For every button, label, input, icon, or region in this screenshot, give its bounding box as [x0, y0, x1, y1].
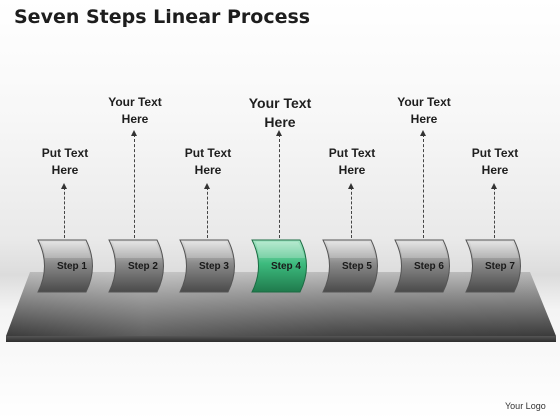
- page-title: Seven Steps Linear Process: [14, 6, 311, 28]
- callout-line-1: Put Text: [328, 146, 376, 160]
- arrow-up-icon: [204, 183, 210, 189]
- arrow-up-icon: [348, 183, 354, 189]
- arrow-up-icon: [61, 183, 67, 189]
- dashed-line: [207, 187, 208, 238]
- step-label: Step 6: [413, 260, 444, 272]
- dashed-line: [279, 134, 280, 238]
- callout-line-2: Here: [410, 112, 438, 126]
- dashed-line: [64, 187, 65, 238]
- callout-line-2: Here: [338, 163, 366, 177]
- dashed-line: [351, 187, 352, 238]
- step-chevron-6: Step 6: [393, 238, 457, 294]
- step-label: Step 4: [270, 260, 301, 272]
- step-label: Step 7: [484, 260, 515, 272]
- connector-arrow-6: [419, 130, 429, 238]
- dashed-line: [423, 134, 424, 238]
- dashed-line: [134, 134, 135, 238]
- callout-line-2: Here: [264, 114, 296, 130]
- step-chevron-7: Step 7: [464, 238, 528, 294]
- connector-arrow-3: [203, 183, 213, 238]
- callout-line-2: Here: [51, 163, 79, 177]
- step-chevron-4: Step 4: [250, 238, 314, 294]
- step-chevron-2: Step 2: [107, 238, 171, 294]
- step-label: Step 5: [341, 260, 372, 272]
- step-label: Step 2: [127, 260, 158, 272]
- callout-line-2: Here: [194, 163, 222, 177]
- connector-arrow-1: [60, 183, 70, 238]
- callout-line-1: Your Text: [248, 95, 312, 111]
- callout-line-1: Put Text: [184, 146, 232, 160]
- footer-logo: Your Logo: [505, 401, 546, 411]
- arrow-up-icon: [420, 130, 426, 136]
- step-label: Step 3: [198, 260, 229, 272]
- arrow-up-icon: [276, 130, 282, 136]
- callout-line-2: Here: [121, 112, 149, 126]
- step-label: Step 1: [56, 260, 87, 272]
- connector-arrow-7: [490, 183, 500, 238]
- connector-arrow-5: [347, 183, 357, 238]
- callout-line-1: Put Text: [471, 146, 519, 160]
- callout-line-1: Your Text: [397, 95, 451, 109]
- dashed-line: [494, 187, 495, 238]
- callout-line-1: Put Text: [41, 146, 89, 160]
- arrow-up-icon: [131, 130, 137, 136]
- step-chevron-1: Step 1: [36, 238, 100, 294]
- callout-line-2: Here: [481, 163, 509, 177]
- connector-arrow-2: [130, 130, 140, 238]
- step-chevron-5: Step 5: [321, 238, 385, 294]
- connector-arrow-4: [275, 130, 285, 238]
- callout-line-1: Your Text: [108, 95, 162, 109]
- step-chevron-3: Step 3: [178, 238, 242, 294]
- arrow-up-icon: [491, 183, 497, 189]
